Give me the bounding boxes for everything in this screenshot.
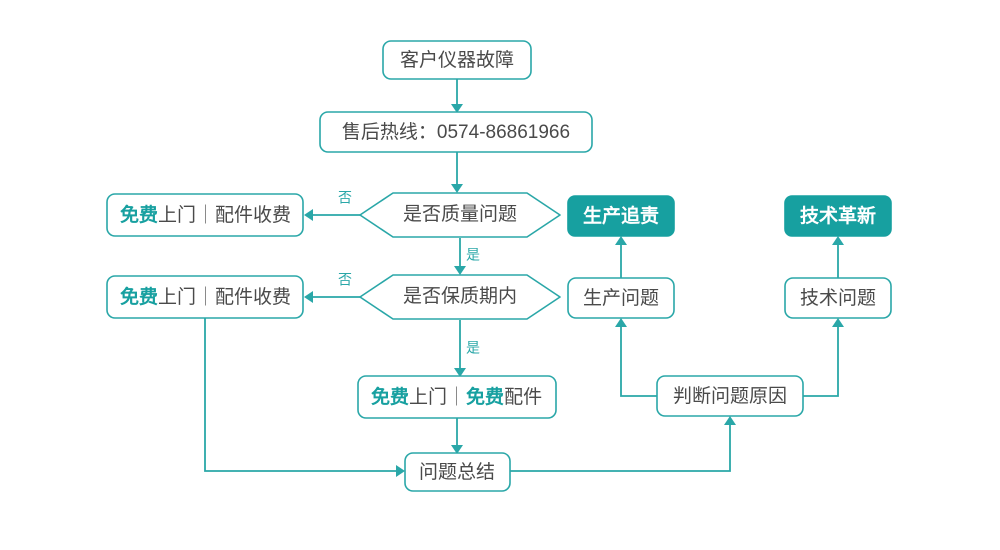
node-decision-warranty-shape	[359, 274, 561, 320]
free-word-2: 免费	[120, 285, 158, 308]
node-technical-innovation-shape	[784, 195, 892, 237]
node-technical-issue-label: 技术问题	[800, 287, 876, 309]
node-start-shape	[382, 40, 532, 80]
edge-label-layer: 否 是 否 是	[338, 190, 480, 356]
node-summary[interactable]: 问题总结	[404, 452, 511, 492]
arrow-diagnose-to-technical	[832, 318, 844, 327]
arrow-quality-yes	[454, 266, 466, 275]
separator-3: ｜	[447, 386, 466, 408]
node-outcome-warranty-yes-label: 免费上门｜免费配件	[371, 385, 542, 408]
node-outcome-quality-no-shape	[106, 193, 304, 237]
arrow-technical-to-innovation	[832, 236, 844, 245]
node-diagnose[interactable]: 判断问题原因	[656, 375, 804, 417]
node-outcome-warranty-no[interactable]: 免费上门｜配件收费	[106, 275, 304, 319]
node-decision-warranty[interactable]: 是否保质期内	[359, 274, 561, 320]
node-summary-shape	[404, 452, 511, 492]
edge-label-quality-yes: 是	[466, 247, 480, 263]
connector-warrantyno-to-summary	[204, 318, 396, 472]
arrow-freeall-to-summary	[451, 445, 463, 454]
onsite-word-2: 上门	[158, 286, 196, 308]
connector-layer	[204, 79, 844, 477]
node-hotline-label: 售后热线：0574-86861966	[342, 121, 570, 143]
arrow-warrantyno-to-summary	[396, 465, 405, 477]
onsite-word-1: 上门	[158, 204, 196, 226]
node-production-issue[interactable]: 生产问题	[567, 277, 675, 319]
free-word-3: 免费	[371, 385, 409, 408]
node-production-accountability[interactable]: 生产追责	[567, 195, 675, 237]
node-outcome-warranty-yes[interactable]: 免费上门｜免费配件	[357, 375, 557, 419]
node-production-issue-label: 生产问题	[583, 287, 659, 309]
paid-parts-2: 配件收费	[215, 286, 291, 308]
node-outcome-warranty-yes-shape	[357, 375, 557, 419]
node-outcome-warranty-no-label: 免费上门｜配件收费	[120, 285, 291, 308]
arrow-warranty-no	[304, 291, 313, 303]
node-decision-quality[interactable]: 是否质量问题	[359, 192, 561, 238]
node-hotline-shape	[319, 111, 593, 153]
node-outcome-warranty-no-shape	[106, 275, 304, 319]
parts-word-3: 配件	[504, 386, 542, 408]
connector-diagnose-to-production	[620, 327, 657, 397]
connector-diagnose-to-technical	[803, 327, 839, 397]
node-start-label: 客户仪器故障	[400, 49, 514, 71]
arrow-summary-to-diagnose	[724, 416, 736, 425]
node-outcome-quality-no-label: 免费上门｜配件收费	[120, 203, 291, 226]
separator-2: ｜	[196, 286, 215, 308]
edge-label-warranty-yes: 是	[466, 340, 480, 356]
node-outcome-quality-no[interactable]: 免费上门｜配件收费	[106, 193, 304, 237]
connector-summary-to-diagnose	[510, 425, 731, 472]
node-production-issue-shape	[567, 277, 675, 319]
node-decision-quality-label: 是否质量问题	[403, 203, 517, 225]
free-word-1: 免费	[120, 203, 158, 226]
node-diagnose-label: 判断问题原因	[673, 385, 787, 407]
arrow-warranty-yes	[454, 368, 466, 377]
onsite-word-3: 上门	[409, 386, 447, 408]
arrow-diagnose-to-production	[615, 318, 627, 327]
node-production-accountability-shape	[567, 195, 675, 237]
node-decision-warranty-label: 是否保质期内	[403, 285, 517, 307]
node-decision-quality-shape	[359, 192, 561, 238]
separator-1: ｜	[196, 204, 215, 226]
arrow-quality-no	[304, 209, 313, 221]
node-production-accountability-label: 生产追责	[583, 204, 659, 227]
node-technical-issue[interactable]: 技术问题	[784, 277, 892, 319]
node-summary-label: 问题总结	[419, 461, 495, 483]
node-technical-innovation[interactable]: 技术革新	[784, 195, 892, 237]
edge-label-quality-no: 否	[338, 190, 352, 206]
arrow-start-to-hotline	[451, 104, 463, 113]
node-diagnose-shape	[656, 375, 804, 417]
arrow-hotline-to-quality	[451, 184, 463, 193]
paid-parts-1: 配件收费	[215, 204, 291, 226]
free-word-4: 免费	[466, 385, 504, 408]
node-technical-issue-shape	[784, 277, 892, 319]
node-hotline[interactable]: 售后热线：0574-86861966	[319, 111, 593, 153]
arrow-production-to-accountability	[615, 236, 627, 245]
edge-label-warranty-no: 否	[338, 272, 352, 288]
node-technical-innovation-label: 技术革新	[800, 204, 876, 227]
node-start[interactable]: 客户仪器故障	[382, 40, 532, 80]
